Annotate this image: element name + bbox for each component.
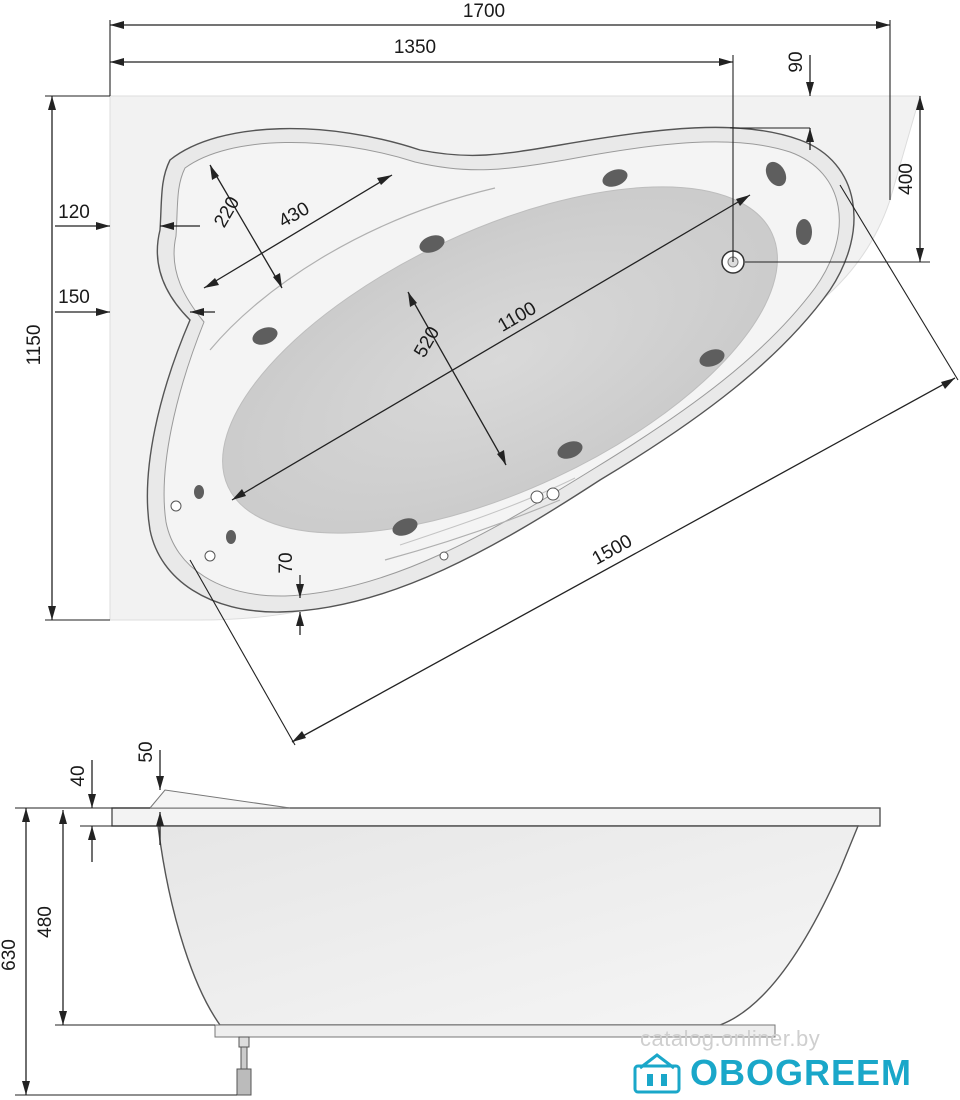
brand-name: OBOGREEM (690, 1052, 913, 1093)
jet (602, 169, 628, 187)
tub-leg (238, 1036, 250, 1048)
contour-line (384, 499, 561, 561)
air-nozzle (170, 500, 182, 512)
air-nozzle (204, 550, 216, 562)
plan-view: 1700 1350 90 400 1150 120 (24, 1, 959, 746)
headrest-profile (148, 789, 291, 809)
air-nozzle (439, 551, 449, 561)
dim-headrest-height: 50 (136, 741, 157, 762)
dim-rim-front: 70 (276, 552, 297, 573)
dim-drain-depth: 400 (896, 163, 917, 195)
dim-total-depth: 1150 (24, 325, 45, 366)
dim-seat-left: 150 (58, 287, 90, 308)
small-fittings (170, 487, 560, 562)
jet (557, 441, 583, 459)
air-nozzle (530, 490, 544, 504)
jet (226, 530, 236, 544)
dim-total-height: 630 (0, 939, 20, 971)
tub-body (157, 825, 860, 1026)
dim-drain-offset: 1350 (394, 37, 436, 58)
tub-base (214, 1024, 776, 1038)
tub-rim (111, 807, 881, 827)
jets (194, 161, 812, 544)
dim-rim-thickness: 40 (68, 765, 89, 786)
dim-headrest-left: 120 (58, 202, 90, 223)
contour-line (399, 477, 576, 546)
jet (765, 161, 787, 187)
tub-leg-stem (240, 1046, 248, 1070)
watermark-site-text: catalog.onliner.by (640, 1026, 821, 1051)
jet (796, 219, 812, 245)
jet (392, 518, 418, 536)
jet (419, 235, 445, 253)
contour-line (209, 187, 496, 351)
jet (699, 349, 725, 367)
tub-leg-foot (236, 1068, 252, 1096)
dim-rim-offset: 90 (786, 51, 807, 72)
section-view: 40 50 480 630 (0, 741, 881, 1096)
brand-logo-icon (633, 1053, 681, 1094)
dim-line-1500 (291, 377, 956, 743)
jet (252, 327, 278, 345)
jet (194, 485, 204, 499)
dim-total-width: 1700 (463, 1, 505, 22)
basin (222, 186, 778, 534)
dim-inner-depth: 480 (35, 906, 56, 938)
dim-diagonal-length: 1500 (589, 531, 636, 570)
air-nozzle (546, 487, 560, 501)
